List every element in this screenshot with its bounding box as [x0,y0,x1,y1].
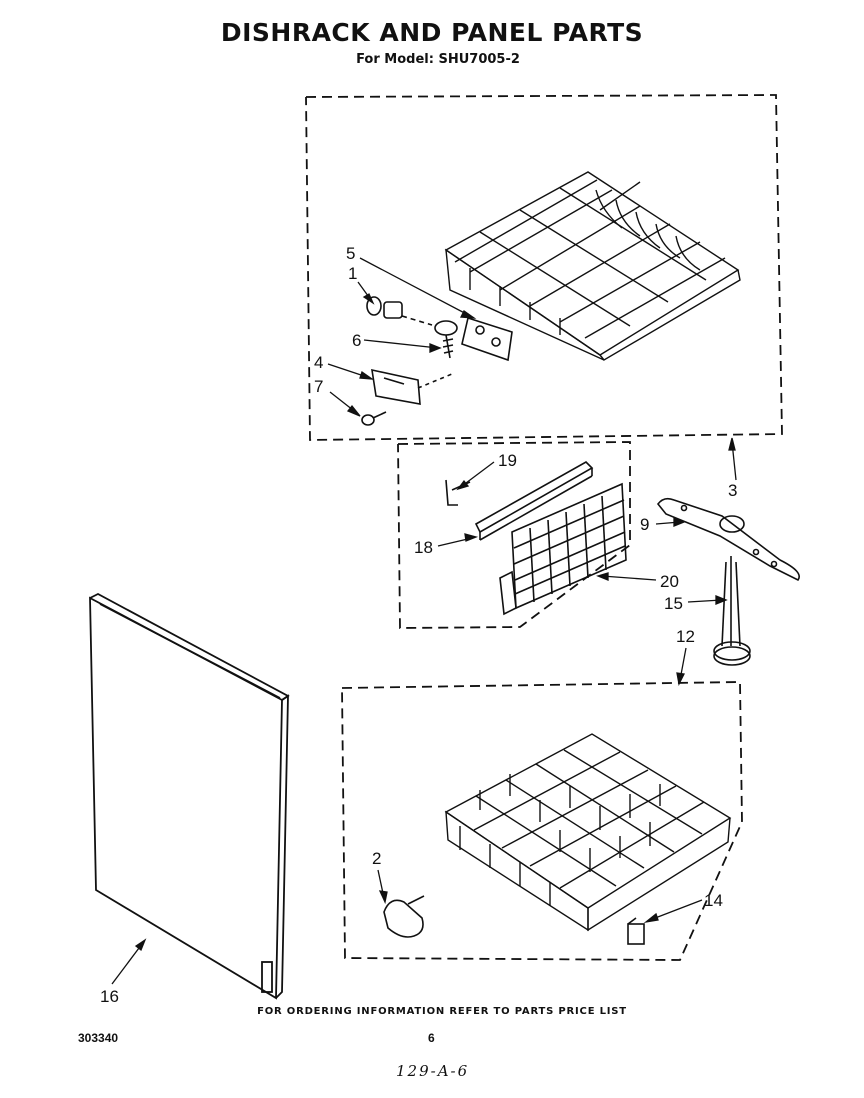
rack-end-cap [371,368,453,405]
rack-bumper [627,917,645,945]
callout-19: 19 [498,451,517,470]
callout-6: 6 [352,331,361,350]
ordering-note: FOR ORDERING INFORMATION REFER TO PARTS … [257,1006,627,1017]
access-panel [89,592,290,1000]
callout-2: 2 [372,849,381,868]
upper-dishrack [444,171,741,361]
diagram-title: DISHRACK AND PANEL PARTS [220,18,644,47]
callout-4: 4 [314,353,323,372]
callout-15: 15 [664,594,683,613]
rack-wheel [383,895,425,938]
lower-dishrack [444,733,732,932]
spray-tower [713,556,751,666]
callout-14: 14 [704,891,723,910]
page-number: 6 [428,1031,435,1045]
callout-1: 1 [348,264,357,283]
callout-16: 16 [100,987,119,1006]
callout-12: 12 [676,627,695,646]
callout-9: 9 [640,515,649,534]
callout-5: 5 [346,244,355,263]
roller-bracket [461,316,513,362]
callout-3: 3 [728,481,737,500]
upper-rack-group-box [305,94,783,441]
rack-roller [434,320,458,359]
model-subtitle: For Model: SHU7005-2 [356,52,520,67]
mounting-screw [361,411,387,426]
lower-rack-group-box [341,681,743,961]
leader-lines [111,257,737,985]
filter-strip [474,461,594,541]
callout-7: 7 [314,377,323,396]
spray-arm [656,497,800,582]
document-number: 303340 [78,1031,119,1045]
callout-18: 18 [414,538,433,557]
filter-group-box [397,441,631,629]
callout-20: 20 [660,572,679,591]
filter-screen [499,482,627,616]
handwritten-note: 129-A-6 [396,1062,470,1080]
rack-stop-clip [366,296,433,326]
